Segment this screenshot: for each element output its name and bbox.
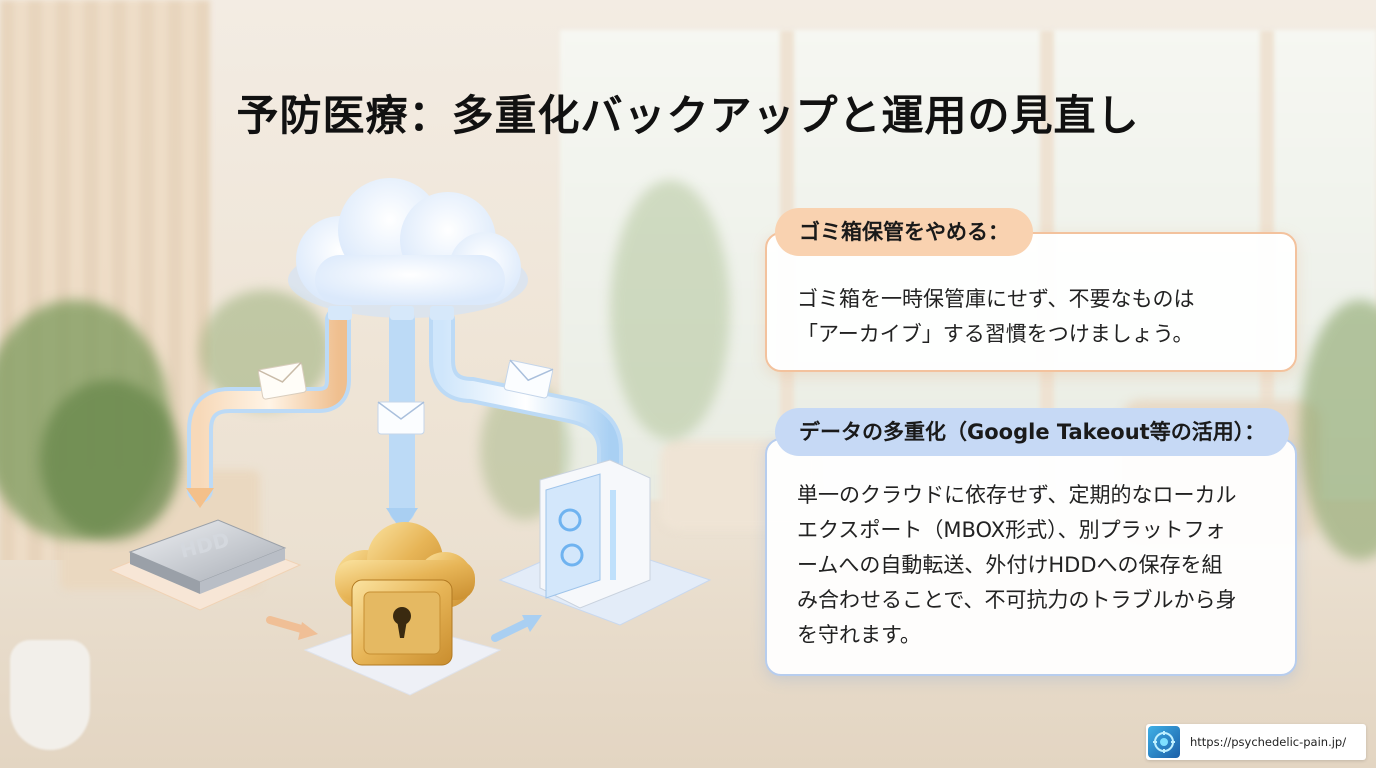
site-url-link[interactable]: https://psychedelic-pain.jp/ — [1190, 735, 1347, 749]
pipe-right — [429, 307, 623, 493]
backup-illustration: HDD — [108, 178, 712, 696]
card-heading-data-redundancy: データの多重化（Google Takeout等の活用）： — [775, 408, 1290, 456]
card-body-line: 「アーカイブ」する習慣をつけましょう。 — [797, 322, 1194, 346]
arrow-down-icon — [186, 488, 214, 508]
arrow-down-icon — [386, 508, 418, 532]
hdd-icon: HDD — [108, 519, 302, 611]
envelope-icon — [377, 401, 425, 435]
card-body-line: エクスポート（MBOX形式）、別プラットフォ — [797, 518, 1226, 542]
cloud-icon — [288, 178, 528, 320]
arrow-right-icon — [522, 615, 542, 632]
arrow-right-icon — [491, 618, 532, 642]
site-footer-badge[interactable]: https://psychedelic-pain.jp/ — [1146, 724, 1366, 760]
arrow-right-icon — [266, 616, 309, 634]
card-body-line: み合わせることで、不可抗力のトラブルから身 — [797, 588, 1237, 612]
page-title: 予防医療：多重化バックアップと運用の見直し — [236, 91, 1140, 140]
card-body-line: ームへの自動転送、外付けHDDへの保存を組 — [797, 553, 1223, 577]
card-data-redundancy: 単一のクラウドに依存せず、定期的なローカル エクスポート（MBOX形式）、別プラ… — [765, 438, 1297, 676]
cloud-vault-icon — [303, 522, 502, 696]
card-heading-stop-trash-storage: ゴミ箱保管をやめる： — [775, 208, 1033, 256]
card-body-line: 単一のクラウドに依存せず、定期的なローカル — [797, 483, 1237, 507]
card-body-line: ゴミ箱を一時保管庫にせず、不要なものは — [797, 287, 1195, 311]
card-body: ゴミ箱を一時保管庫にせず、不要なものは 「アーカイブ」する習慣をつけましょう。 — [797, 234, 1265, 352]
pc-tower-icon — [498, 459, 712, 626]
envelope-icon — [503, 359, 554, 399]
arrow-right-icon — [298, 622, 318, 640]
card-body: 単一のクラウドに依存せず、定期的なローカル エクスポート（MBOX形式）、別プラ… — [797, 440, 1265, 653]
envelope-icon — [257, 361, 307, 400]
card-body-line: を守れます。 — [797, 623, 921, 647]
card-stop-trash-storage: ゴミ箱を一時保管庫にせず、不要なものは 「アーカイブ」する習慣をつけましょう。 — [765, 232, 1297, 372]
site-logo-icon — [1148, 726, 1180, 758]
pipe-left — [187, 307, 351, 503]
